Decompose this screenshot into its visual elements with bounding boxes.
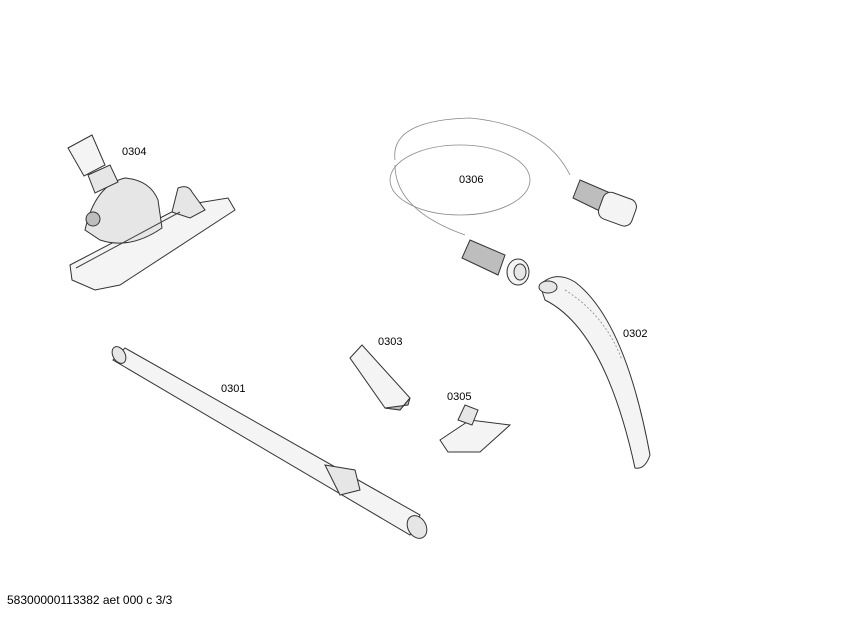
part-0302-handle[interactable] [538, 276, 651, 469]
label-0303: 0303 [378, 336, 403, 348]
part-0303-crevice-nozzle[interactable] [349, 344, 411, 411]
label-0301: 0301 [221, 383, 246, 395]
label-0304: 0304 [122, 146, 147, 158]
label-0302: 0302 [623, 328, 648, 340]
label-0306: 0306 [459, 174, 484, 186]
part-0304-floor-nozzle[interactable] [67, 134, 236, 291]
document-footer: 58300000113382 aet 000 c 3/3 [7, 593, 173, 607]
label-0305: 0305 [447, 391, 472, 403]
part-0306-hose[interactable] [389, 117, 639, 286]
part-0305-upholstery-nozzle[interactable] [439, 404, 512, 453]
part-0301-tube[interactable] [109, 344, 430, 542]
